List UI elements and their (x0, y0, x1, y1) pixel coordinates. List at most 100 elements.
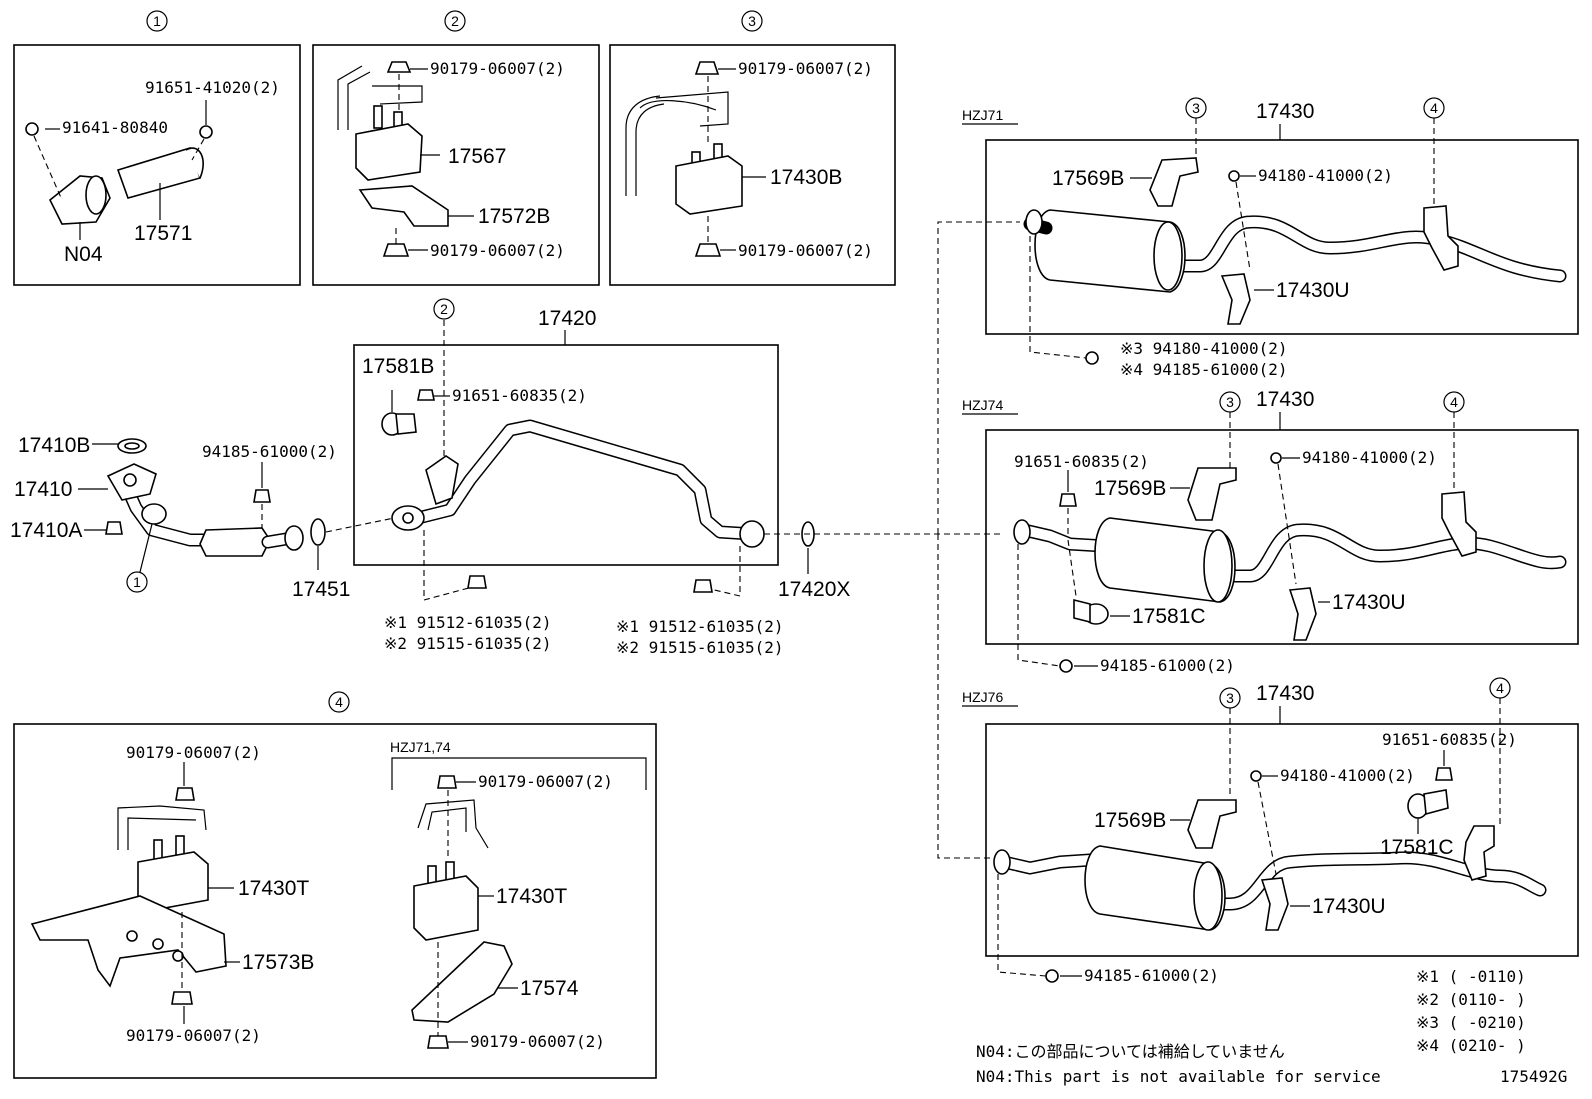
label-hzj74-17430u: 17430U (1332, 591, 1406, 614)
box4-bracket-hole-3 (172, 950, 184, 962)
bolt-17410a (105, 521, 123, 535)
box4-bracket-hole-2 (152, 938, 164, 950)
callout-3-hzj74-label: 3 (1226, 394, 1234, 410)
tail-pipe-hzj76: HZJ76 3 4 17430 94180-41000(2) 91651-608… (962, 677, 1579, 985)
detail-box-2: 2 90179-06007(2) 17567 17572B 90179-0600… (312, 10, 600, 286)
frame-rail (625, 95, 661, 196)
center-pipe-inner (405, 421, 757, 539)
label-17567: 17567 (448, 145, 506, 168)
box4-sub-frame-inner (427, 807, 467, 832)
flange-rear (739, 520, 765, 548)
label-left-91515: ※2 91515-61035(2) (384, 634, 552, 653)
label-box3-bolt-top: 90179-06007(2) (738, 59, 873, 78)
hzj71-nut-lower (1085, 351, 1099, 365)
hanger-arc (639, 100, 717, 111)
gasket-17451 (310, 518, 326, 546)
frame-bracket (372, 85, 423, 105)
note-3: ※3 ( -0210) (1416, 1013, 1526, 1032)
note-n04-jp: N04:この部品については補給していません (976, 1042, 1285, 1061)
stud-left (373, 105, 383, 129)
label-hzj76-91651: 91651-60835(2) (1382, 730, 1517, 749)
callout-1-main-label: 1 (133, 574, 141, 590)
bracket-17410a (141, 503, 167, 525)
label-17581b: 17581B (362, 355, 434, 378)
model-hzj76: HZJ76 (962, 689, 1003, 705)
hzj74-hanger-17581c-body (1073, 598, 1091, 624)
label-hzj76-17581c: 17581C (1380, 836, 1454, 859)
hzj71-muffler-end (1153, 221, 1183, 291)
hzj74-hanger-4 (1441, 491, 1477, 557)
box4-bracket-17573b (30, 895, 227, 988)
box4-stud-right (175, 835, 185, 857)
label-17572b: 17572B (478, 205, 550, 228)
hzj76-hanger-17581c-body (1423, 789, 1449, 816)
tail-pipe-hzj71: HZJ71 3 4 17430 17569B 94180-41000(2) 17… (962, 97, 1579, 379)
hzj74-nut-94180 (1270, 452, 1282, 464)
nut-91641 (25, 122, 39, 136)
hzj74-bracket-17569b (1187, 467, 1237, 521)
label-hzj76-17430u: 17430U (1312, 895, 1386, 918)
box4-frame-rail (117, 805, 207, 850)
hzj74-muffler-end (1203, 529, 1233, 603)
label-hzj71-17430u: 17430U (1276, 279, 1350, 302)
hzj76-tail-pipe-inner (1205, 852, 1545, 909)
label-91651-41020: 91651-41020(2) (145, 78, 280, 97)
manifold-flange-hole (123, 473, 137, 487)
connect-hzj76 (937, 534, 990, 859)
leader-hzj71-nut-lower (1029, 236, 1087, 359)
label-right-91515: ※2 91515-61035(2) (616, 638, 784, 657)
callout-4-label: 4 (335, 694, 343, 710)
label-hzj76-94185: 94185-61000(2) (1084, 966, 1219, 985)
detail-box-3: 3 90179-06007(2) 17430B 90179-06007(2) (609, 10, 896, 286)
front-pipe-assembly: 2 17420 17581B 91651-60835(2) ※1 91512-6… (10, 221, 1020, 859)
label-hzj74-17581c: 17581C (1132, 605, 1206, 628)
label-box4-sub-bolt-bottom: 90179-06007(2) (470, 1032, 605, 1051)
hzj71-nut-94180 (1228, 170, 1240, 182)
label-box4-sub-bolt-top: 90179-06007(2) (478, 772, 613, 791)
heat-insulator-17571 (116, 147, 202, 199)
model-hzj71: HZJ71 (962, 107, 1003, 123)
box-4-frame (13, 723, 657, 1079)
callout-4-hzj74-label: 4 (1450, 394, 1458, 410)
label-box4-17430t: 17430T (238, 877, 309, 900)
frame-rail (337, 65, 363, 130)
hzj71-frame (985, 139, 1579, 335)
leader-bolt-right-2 (705, 587, 741, 597)
hzj76-bolt-91651 (1435, 767, 1453, 781)
note-1: ※1 ( -0110) (1416, 967, 1526, 986)
callout-4-hzj76-label: 4 (1496, 680, 1504, 696)
bolt-91651-60835 (417, 389, 435, 401)
box4-bracket-hole-1 (126, 930, 138, 942)
label-hzj74-17569b: 17569B (1094, 477, 1166, 500)
flange-front-hole (402, 512, 414, 524)
callout-circle-1 (146, 10, 168, 32)
frame-rail-inner (347, 71, 371, 130)
box-2-frame (312, 44, 600, 286)
bolt-top (386, 61, 412, 73)
hzj76-inlet-flange (993, 849, 1011, 875)
mount-17430b (675, 155, 743, 215)
callout-3-label: 3 (748, 13, 756, 29)
hzj74-inlet-pipe-inner (1019, 525, 1109, 551)
label-box4-sub-17574: 17574 (520, 977, 579, 1000)
callout-3-hzj71-label: 3 (1192, 100, 1200, 116)
nut-94185 (253, 489, 271, 503)
bolt-top (694, 61, 720, 75)
hzj74-clamp-17430u (1288, 587, 1317, 641)
callout-circle-1-main (126, 571, 148, 593)
label-17430b: 17430B (770, 166, 842, 189)
hzj76-inlet-pipe-inner (999, 855, 1095, 873)
detail-box-4: 4 90179-06007(2) 17430T 17573B 90179-060… (13, 691, 657, 1079)
leader-91651 (191, 138, 205, 161)
hzj76-muffler-end (1193, 861, 1223, 931)
label-91651-60835: 91651-60835(2) (452, 386, 587, 405)
box4-sub-bolt-bottom (427, 1035, 449, 1049)
box-1-frame (13, 44, 301, 286)
box4-sub-mount-17430t (413, 875, 479, 941)
label-box2-bolt-bottom: 90179-06007(2) (430, 241, 565, 260)
label-hzj71-17569b: 17569B (1052, 167, 1124, 190)
box4-frame-rail-inner (127, 817, 197, 850)
insulator-tab (185, 147, 204, 179)
label-hzj71-17430: 17430 (1256, 100, 1314, 123)
callout-circle-3 (741, 10, 763, 32)
